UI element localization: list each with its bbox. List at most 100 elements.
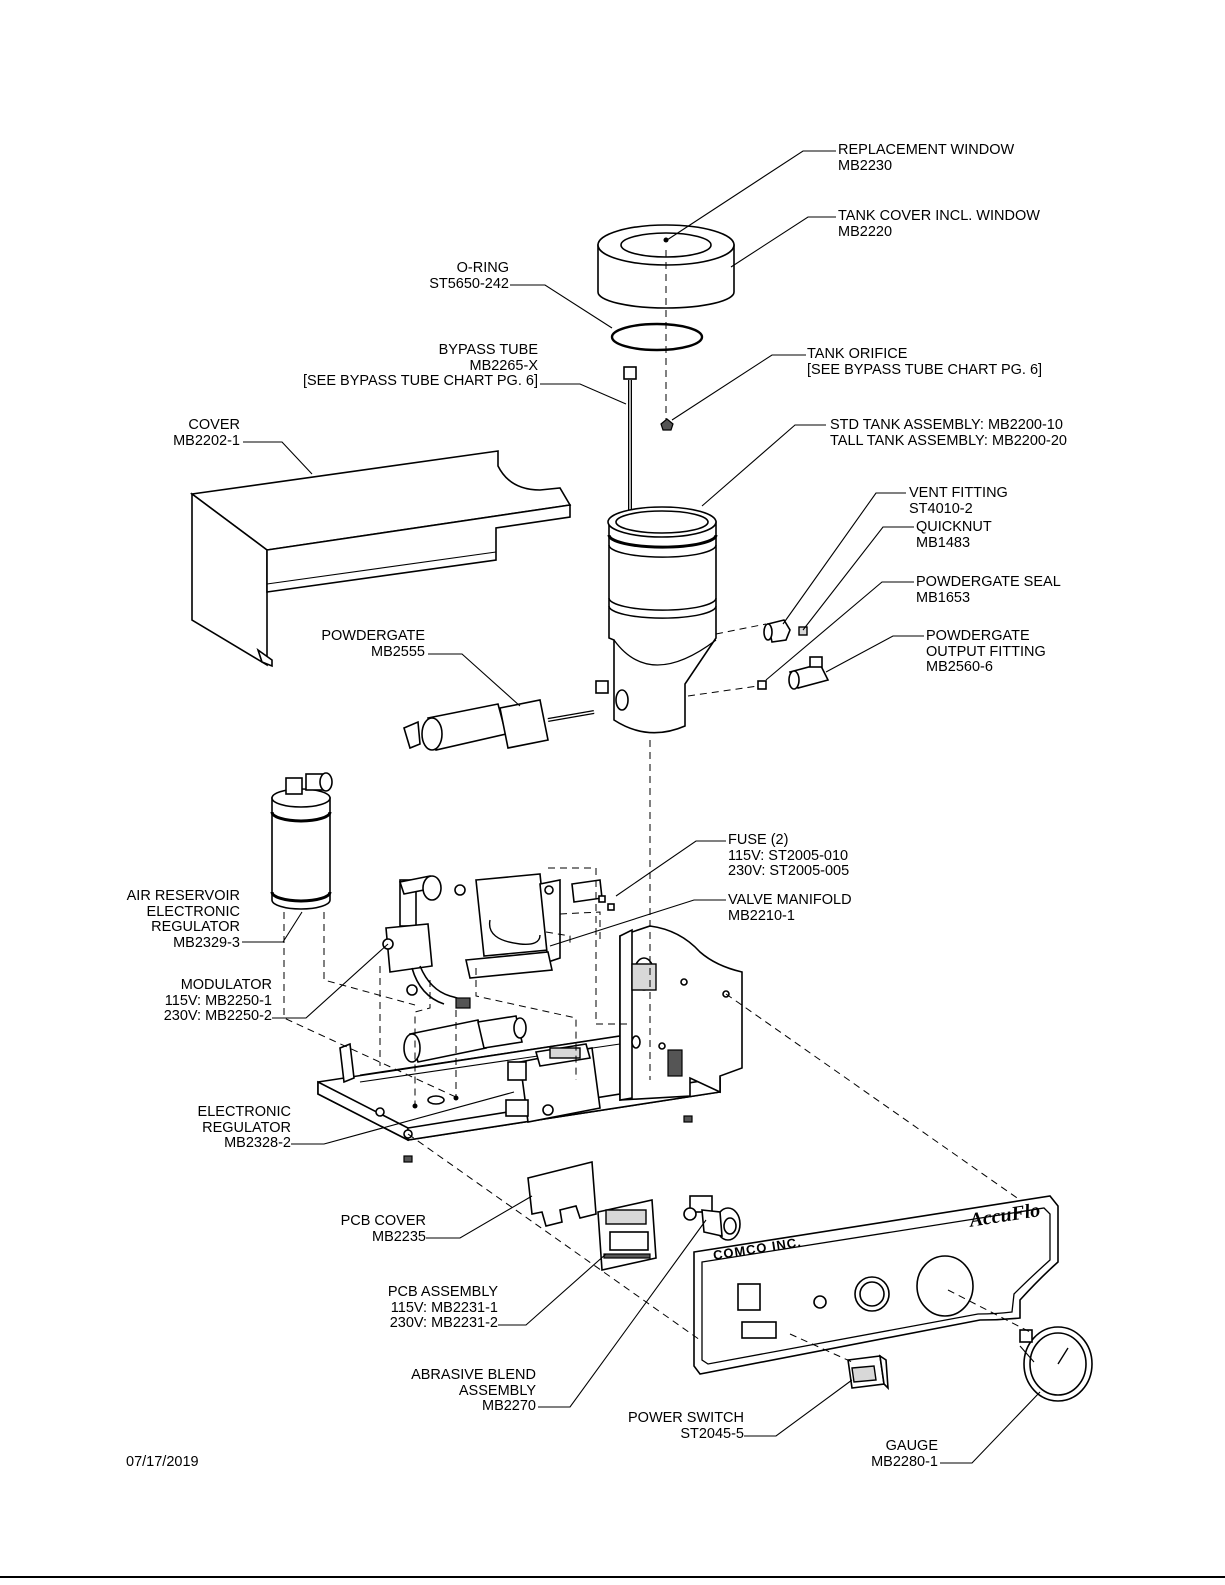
abrasive-blend-part xyxy=(683,1195,741,1241)
label-tank-assembly: STD TANK ASSEMBLY: MB2200-10 TALL TANK A… xyxy=(830,417,1067,449)
label-air-reservoir: AIR RESERVOIR ELECTRONIC REGULATOR MB232… xyxy=(126,888,240,951)
part-number: 115V: MB2231-1 xyxy=(390,1299,498,1316)
label-replacement-window: REPLACEMENT WINDOW MB2230 xyxy=(838,142,1015,174)
part-note: [SEE BYPASS TUBE CHART PG. 6] xyxy=(302,373,538,389)
part-name: VALVE MANIFOLD xyxy=(728,892,852,908)
tank-assembly-part xyxy=(595,506,718,734)
part-note: [SEE BYPASS TUBE CHART PG. 6] xyxy=(807,361,1043,378)
label-o-ring: O-RING ST5650-242 xyxy=(429,260,509,292)
front-panel-part xyxy=(693,1195,1059,1375)
powdergate-part xyxy=(403,699,595,751)
part-name: MODULATOR xyxy=(180,977,272,993)
part-name: QUICKNUT xyxy=(916,519,992,535)
part-name: GAUGE xyxy=(885,1438,938,1454)
powdergate-seal-part xyxy=(757,680,767,690)
part-name: TANK ORIFICE xyxy=(807,346,908,362)
document-date: 07/17/2019 xyxy=(126,1454,199,1470)
part-name: ASSEMBLY xyxy=(458,1382,536,1399)
part-name: TANK COVER INCL. WINDOW xyxy=(838,208,1040,224)
part-number: MB2235 xyxy=(371,1228,426,1245)
bypass-tube-part xyxy=(623,366,637,518)
label-cover: COVER MB2202-1 xyxy=(173,417,240,449)
part-number: MB2202-1 xyxy=(173,432,240,449)
label-pcb-assembly: PCB ASSEMBLY 115V: MB2231-1 230V: MB2231… xyxy=(387,1284,498,1332)
label-valve-manifold: VALVE MANIFOLD MB2210-1 xyxy=(728,892,852,924)
label-powdergate-seal: POWDERGATE SEAL MB1653 xyxy=(916,574,1061,606)
part-number: MB2270 xyxy=(481,1398,536,1414)
part-number: MB1653 xyxy=(916,589,971,606)
vent-fitting-part xyxy=(763,619,791,643)
part-number: MB1483 xyxy=(916,534,971,551)
part-number: MB2560-6 xyxy=(926,659,993,675)
part-name: REGULATOR xyxy=(151,919,240,935)
assembly-dashed-lines xyxy=(283,250,1031,1363)
label-modulator: MODULATOR 115V: MB2250-1 230V: MB2250-2 xyxy=(163,977,272,1025)
part-name: AIR RESERVOIR xyxy=(126,888,240,904)
label-pcb-cover: PCB COVER MB2235 xyxy=(340,1213,426,1245)
part-name: POWDERGATE xyxy=(321,628,425,644)
bottom-rule xyxy=(0,1576,1225,1578)
label-electronic-regulator: ELECTRONIC REGULATOR MB2328-2 xyxy=(197,1104,291,1152)
label-powdergate-output-fitting: POWDERGATE OUTPUT FITTING MB2560-6 xyxy=(926,628,1046,676)
part-name: PCB COVER xyxy=(340,1213,426,1229)
part-number: TALL TANK ASSEMBLY: MB2200-20 xyxy=(830,432,1067,449)
part-name: POWER SWITCH xyxy=(628,1410,744,1426)
pcb-assembly-part xyxy=(597,1199,657,1271)
leader-lines xyxy=(242,150,1041,1464)
part-number: MB2555 xyxy=(370,643,425,660)
part-number: 230V: MB2250-2 xyxy=(163,1008,272,1024)
part-number: ST2045-5 xyxy=(680,1425,744,1442)
part-number: MB2210-1 xyxy=(728,907,795,924)
cover-part xyxy=(189,450,572,668)
label-fuse: FUSE (2) 115V: ST2005-010 230V: ST2005-0… xyxy=(728,832,850,880)
gauge-part xyxy=(1019,1326,1093,1402)
part-name: O-RING xyxy=(456,260,509,276)
modulator-part xyxy=(382,875,471,1009)
part-number: ST5650-242 xyxy=(429,275,509,292)
part-name: REPLACEMENT WINDOW xyxy=(838,142,1015,158)
label-abrasive-blend: ABRASIVE BLEND ASSEMBLY MB2270 xyxy=(411,1367,536,1415)
part-name: POWDERGATE SEAL xyxy=(916,574,1061,590)
pcb-cover-part xyxy=(527,1160,597,1227)
part-name: ABRASIVE BLEND xyxy=(411,1367,536,1383)
electronic-regulator-part xyxy=(505,1043,601,1123)
label-power-switch: POWER SWITCH ST2045-5 xyxy=(628,1410,744,1442)
part-number: MB2230 xyxy=(838,157,893,174)
part-name: POWDERGATE xyxy=(926,628,1030,644)
valve-manifold-part xyxy=(454,873,561,979)
base-valve-part xyxy=(403,1015,527,1063)
part-name: COVER xyxy=(188,417,240,433)
part-name: REGULATOR xyxy=(202,1119,291,1136)
tank-orifice-part xyxy=(660,418,674,431)
part-name: FUSE (2) xyxy=(728,832,789,848)
part-number: MB2265-X xyxy=(469,357,538,374)
part-number: MB2329-3 xyxy=(173,934,240,951)
part-number: STD TANK ASSEMBLY: MB2200-10 xyxy=(830,417,1063,433)
powdergate-output-fitting-part xyxy=(788,656,830,690)
fuse-part xyxy=(571,879,615,911)
part-number: 230V: ST2005-005 xyxy=(728,863,850,879)
o-ring-part xyxy=(610,322,704,352)
power-switch-part xyxy=(847,1354,889,1391)
label-gauge: GAUGE MB2280-1 xyxy=(871,1438,938,1470)
part-name: OUTPUT FITTING xyxy=(926,643,1046,660)
label-vent-fitting: VENT FITTING ST4010-2 xyxy=(909,485,1008,517)
part-name: BYPASS TUBE xyxy=(438,342,538,358)
label-tank-orifice: TANK ORIFICE [SEE BYPASS TUBE CHART PG. … xyxy=(807,346,1043,378)
part-name: PCB ASSEMBLY xyxy=(387,1284,498,1300)
part-number: 115V: ST2005-010 xyxy=(728,847,849,864)
air-reservoir-part xyxy=(270,772,333,910)
label-powdergate: POWDERGATE MB2555 xyxy=(321,628,425,660)
part-number: 230V: MB2231-2 xyxy=(389,1315,498,1331)
label-bypass-tube: BYPASS TUBE MB2265-X [SEE BYPASS TUBE CH… xyxy=(302,342,538,390)
part-name: VENT FITTING xyxy=(909,485,1008,501)
quicknut-part xyxy=(798,626,808,636)
part-name: ELECTRONIC xyxy=(197,1104,291,1120)
part-number: MB2328-2 xyxy=(224,1135,291,1151)
rear-panel-part xyxy=(619,925,743,1101)
label-quicknut: QUICKNUT MB1483 xyxy=(916,519,992,551)
part-name: ELECTRONIC xyxy=(146,903,240,920)
label-tank-cover: TANK COVER INCL. WINDOW MB2220 xyxy=(838,208,1040,240)
part-number: MB2220 xyxy=(838,223,893,240)
